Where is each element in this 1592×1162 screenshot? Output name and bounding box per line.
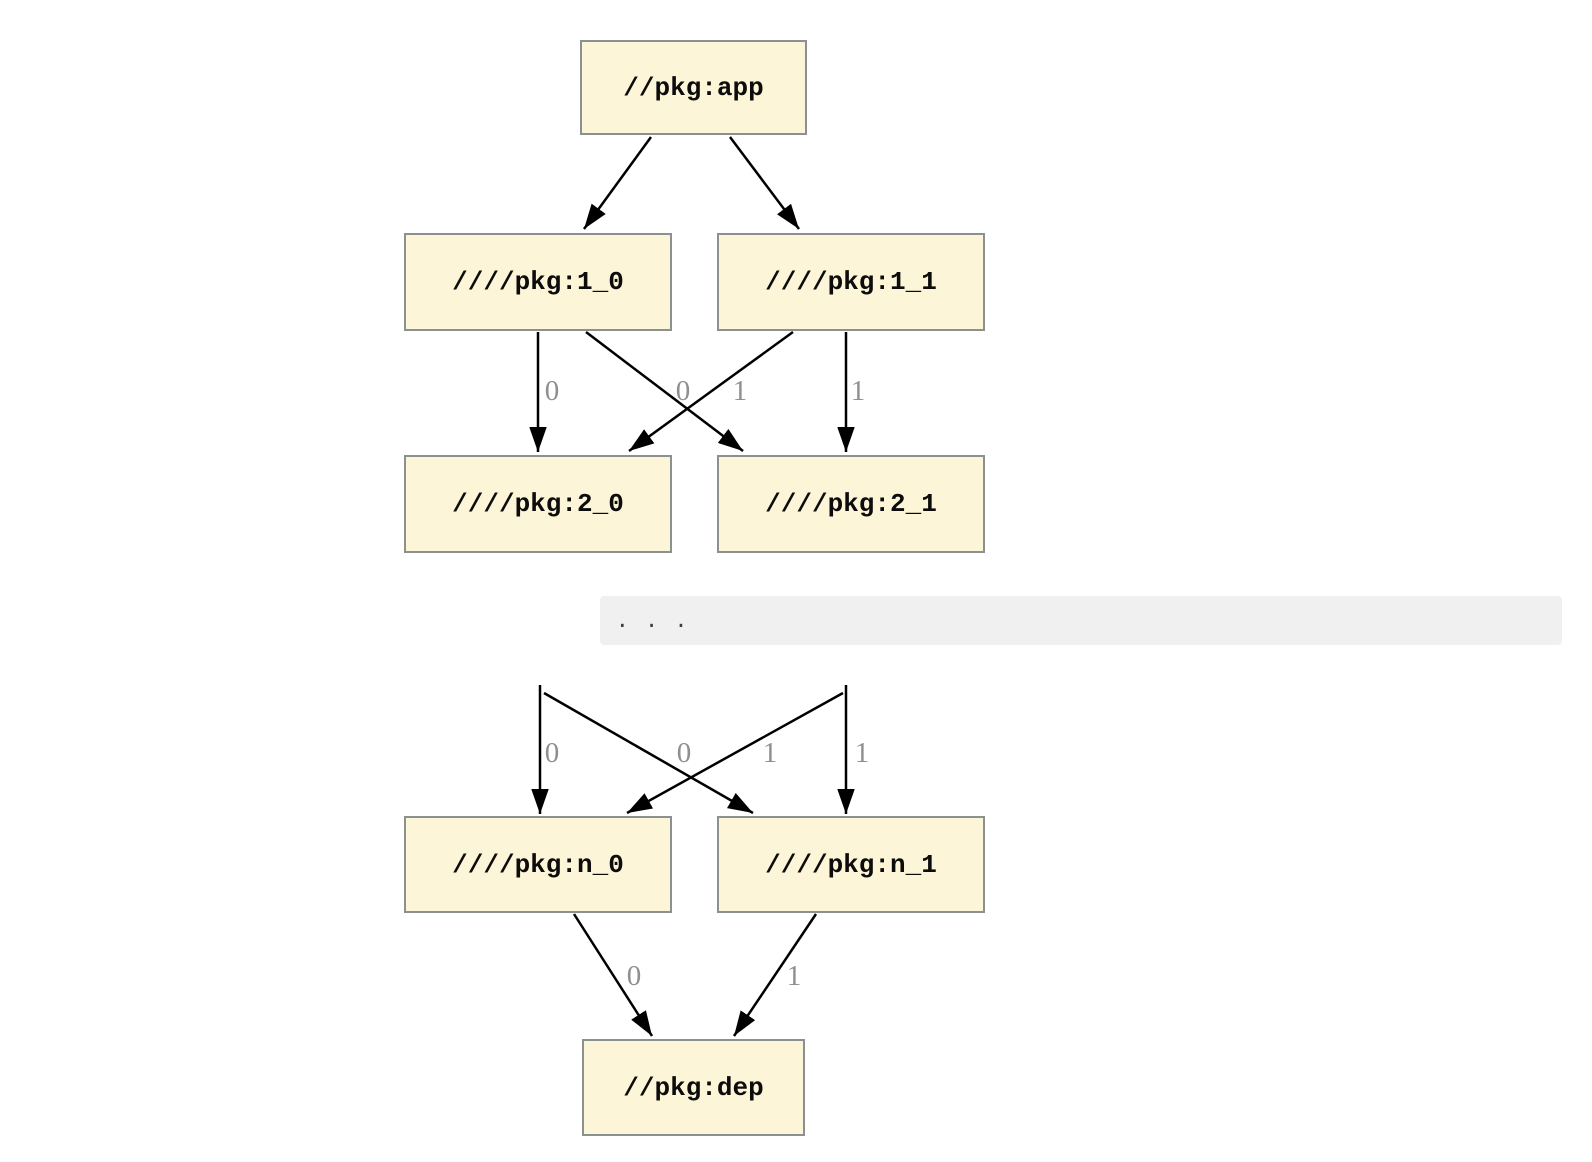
edge-label: 0 — [627, 960, 642, 992]
edge-label: 1 — [787, 960, 802, 992]
node-pkg-2_0: ////pkg:2_0 — [404, 455, 672, 553]
node-pkg-dep: //pkg:dep — [582, 1039, 805, 1136]
node-pkg-1_0: ////pkg:1_0 — [404, 233, 672, 331]
edge-to-n_1-cross — [543, 691, 754, 815]
edge-app-to-1_0 — [582, 136, 653, 230]
node-pkg-2_1: ////pkg:2_1 — [717, 455, 985, 553]
edge-label: 1 — [851, 375, 866, 407]
node-pkg-n_0: ////pkg:n_0 — [404, 816, 672, 913]
edge-1_0-to-2_1 — [585, 331, 744, 452]
node-label: //pkg:app — [623, 72, 764, 103]
edge-label: 1 — [855, 737, 870, 769]
edge-n_0-to-dep — [572, 913, 654, 1037]
edge-app-to-1_1 — [729, 136, 800, 230]
edge-label: 0 — [545, 375, 560, 407]
edge-1_1-to-2_0 — [628, 330, 794, 453]
node-label: //pkg:dep — [623, 1072, 764, 1103]
edge-to-n_0-cross — [626, 691, 844, 815]
node-pkg-1_1: ////pkg:1_1 — [717, 233, 985, 331]
code-ellipsis-block: . . . — [600, 596, 1562, 645]
node-label: ////pkg:2_0 — [452, 489, 624, 519]
node-label: ////pkg:1_0 — [452, 267, 624, 297]
ellipsis-text: . . . — [616, 608, 690, 632]
edge-label: 1 — [763, 737, 778, 769]
node-label: ////pkg:2_1 — [765, 489, 937, 519]
edge-label: 0 — [676, 375, 691, 407]
node-label: ////pkg:1_1 — [765, 267, 937, 297]
edge-label: 1 — [733, 375, 748, 407]
edge-label: 0 — [545, 737, 560, 769]
edge-n_1-to-dep — [732, 913, 818, 1037]
node-pkg-app: //pkg:app — [580, 40, 807, 135]
node-label: ////pkg:n_0 — [452, 849, 624, 880]
edge-label: 0 — [677, 737, 692, 769]
node-pkg-n_1: ////pkg:n_1 — [717, 816, 985, 913]
node-label: ////pkg:n_1 — [765, 849, 937, 880]
